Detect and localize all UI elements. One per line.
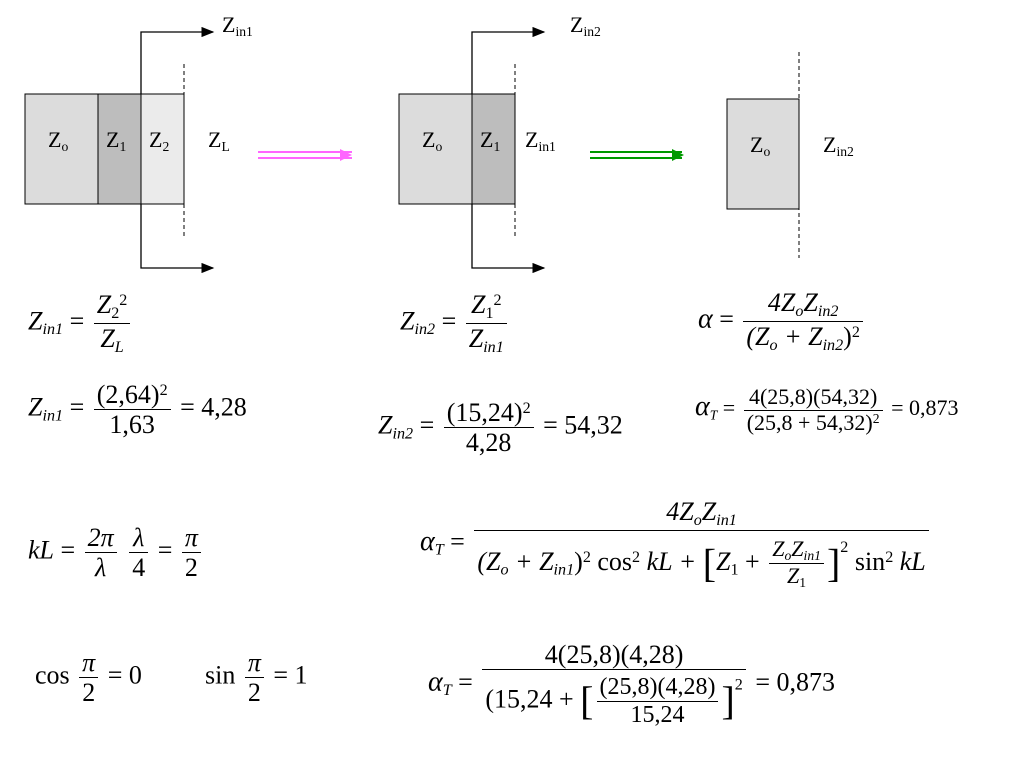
stage1-zo-block bbox=[24, 93, 99, 205]
stage2-zo-label: Zo bbox=[422, 127, 443, 155]
equation-alphaT-final: αT = 4(25,8)(4,28) (15,24 + [(25,8)(4,28… bbox=[428, 640, 836, 728]
equation-zin2-value: Zin2 = (15,24)2 4,28 = 54,32 bbox=[378, 398, 623, 458]
equation-alphaT-value: αT = 4(25,8)(54,32) (25,8 + 54,32)2 = 0,… bbox=[695, 384, 959, 435]
stage1-top-arrow bbox=[140, 26, 215, 94]
equation-zin1-value: Zin1 = (2,64)2 1,63 = 4,28 bbox=[28, 380, 247, 440]
stage2-z1-block bbox=[471, 93, 516, 205]
stage1-zo-label: Zo bbox=[48, 127, 69, 155]
stage1-z1-label: Z1 bbox=[106, 127, 127, 155]
stage3-zin2-label: Zin2 bbox=[823, 132, 854, 160]
equation-zin2-formula: Zin2 = Z12 Zin1 bbox=[400, 290, 510, 357]
stage3-zo-label: Zo bbox=[750, 132, 771, 160]
stage1-z2-label: Z2 bbox=[149, 127, 170, 155]
stage1-z1-block bbox=[97, 93, 142, 205]
diagram-lines bbox=[24, 26, 800, 274]
stage1-zin-label: Zin1 bbox=[222, 12, 253, 40]
stage2-bottom-arrow bbox=[471, 204, 546, 274]
equation-alpha-formula: α = 4ZoZin2 (Zo + Zin2)2 bbox=[698, 288, 866, 355]
transform-arrow-1 bbox=[258, 149, 352, 161]
equation-alphaT-general: αT = 4ZoZin1 (Zo + Zin1)2 cos2 kL + [Z1 … bbox=[420, 497, 932, 591]
stage2-zin1-label: Zin1 bbox=[525, 127, 556, 155]
stage1-zl-label: ZL bbox=[208, 127, 230, 155]
stage1-bottom-arrow bbox=[140, 204, 215, 274]
stage2-top-arrow bbox=[471, 26, 546, 94]
transform-arrow-2 bbox=[590, 149, 684, 161]
stage2-zo-block bbox=[398, 93, 473, 205]
stage2-zin-label: Zin2 bbox=[570, 12, 601, 40]
equation-zin1-formula: Zin1 = Z22 ZL bbox=[28, 290, 133, 357]
stage1-z2-block bbox=[140, 93, 185, 205]
stage2-z1-label: Z1 bbox=[480, 127, 501, 155]
